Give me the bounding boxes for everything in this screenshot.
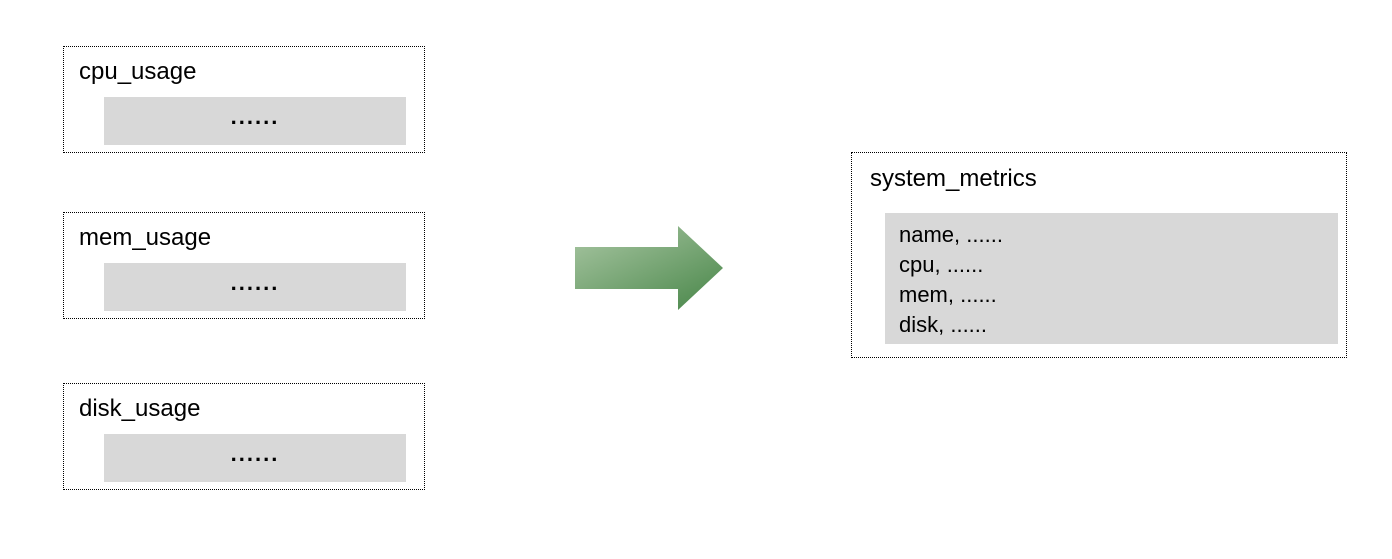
table-box-disk-usage: disk_usage ...... bbox=[63, 383, 425, 490]
ellipsis-text: ...... bbox=[230, 104, 280, 129]
table-title-system-metrics: system_metrics bbox=[870, 165, 1037, 192]
field-row-mem: mem, ...... bbox=[899, 282, 997, 307]
field-row-cpu: cpu, ...... bbox=[899, 252, 984, 277]
table-title-mem-usage: mem_usage bbox=[79, 224, 212, 251]
ellipsis-text: ...... bbox=[230, 441, 280, 466]
field-row-disk: disk, ...... bbox=[899, 312, 988, 337]
table-box-system-metrics: system_metrics name, ...... cpu, ...... … bbox=[851, 152, 1347, 358]
ellipsis-text: ...... bbox=[230, 270, 280, 295]
table-title-cpu-usage: cpu_usage bbox=[79, 58, 197, 85]
table-body-placeholder: ...... bbox=[104, 97, 406, 145]
right-arrow-icon bbox=[575, 226, 723, 310]
table-title-disk-usage: disk_usage bbox=[79, 395, 201, 422]
table-body-fields: name, ...... cpu, ...... mem, ...... dis… bbox=[885, 213, 1338, 344]
table-body-placeholder: ...... bbox=[104, 434, 406, 482]
table-body-placeholder: ...... bbox=[104, 263, 406, 311]
field-row-name: name, ...... bbox=[899, 222, 1003, 247]
table-box-cpu-usage: cpu_usage ...... bbox=[63, 46, 425, 153]
table-box-mem-usage: mem_usage ...... bbox=[63, 212, 425, 319]
